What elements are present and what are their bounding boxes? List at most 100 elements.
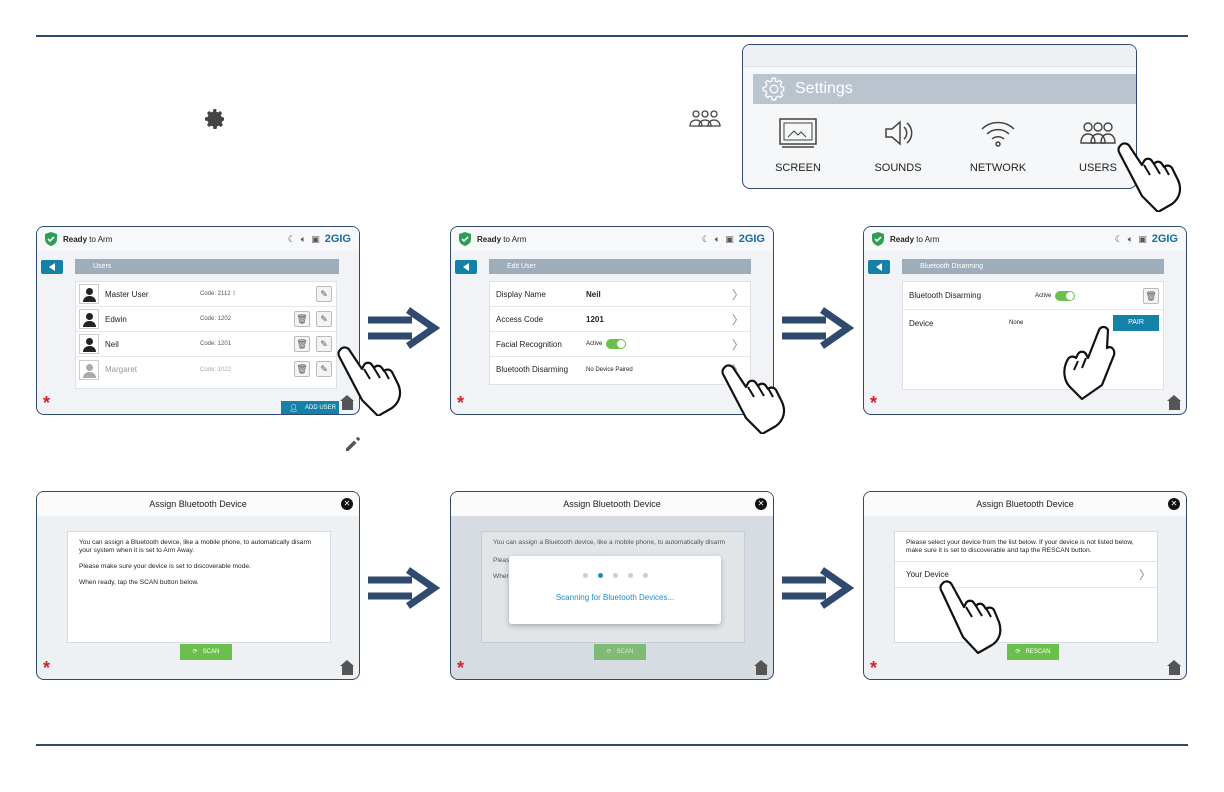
moon-icon[interactable]: ☾ bbox=[287, 233, 296, 244]
edit-user-header: Edit User bbox=[489, 259, 751, 274]
scan-button[interactable]: ⟳ SCAN bbox=[594, 644, 646, 660]
users-icon bbox=[1080, 122, 1116, 144]
scan-button[interactable]: ⟳ SCAN bbox=[180, 644, 232, 660]
scanning-message: Scanning for Bluetooth Devices... bbox=[555, 593, 675, 602]
user-name: Edwin bbox=[105, 314, 127, 324]
alert-icon[interactable]: * bbox=[43, 393, 51, 413]
rescan-button[interactable]: ⟳ RESCAN bbox=[1007, 644, 1059, 660]
arrow-right-icon bbox=[782, 567, 854, 609]
back-button[interactable] bbox=[868, 260, 890, 274]
device-list-item[interactable]: Your Device 〉 bbox=[895, 562, 1157, 588]
speaker-icon bbox=[885, 120, 913, 146]
screen-icon bbox=[779, 118, 817, 148]
refresh-icon: ⟳ bbox=[1015, 649, 1026, 655]
camera-icon[interactable]: ▣ bbox=[311, 233, 320, 244]
home-icon[interactable] bbox=[1167, 395, 1181, 410]
close-icon[interactable]: ✕ bbox=[1168, 498, 1180, 510]
moon-icon[interactable]: ☾ bbox=[1114, 233, 1123, 244]
settings-item-network[interactable]: NETWORK bbox=[953, 117, 1043, 174]
shield-check-icon bbox=[872, 232, 884, 246]
body-paragraph: You can assign a Bluetooth device, like … bbox=[493, 539, 726, 546]
list-item[interactable]: Master User Code: 2112 ᛒ ✎ bbox=[76, 282, 336, 307]
alert-icon[interactable]: * bbox=[457, 658, 465, 678]
dialog-title: Assign Bluetooth Device bbox=[864, 492, 1186, 516]
list-item-bluetooth-disarming[interactable]: Bluetooth Disarming No Device Paired 〉 bbox=[490, 357, 750, 382]
settings-item-sounds[interactable]: SOUNDS bbox=[853, 117, 943, 174]
chevron-right-icon: 〉 bbox=[731, 337, 744, 352]
arrow-right-icon bbox=[368, 307, 440, 349]
list-item-access-code[interactable]: Access Code 1201 〉 bbox=[490, 307, 750, 332]
edit-button[interactable]: ✎ bbox=[316, 336, 332, 352]
avatar bbox=[79, 284, 99, 304]
body-paragraph: When ready, tap the SCAN button below. bbox=[79, 579, 199, 586]
status-bar: Ready to Arm bbox=[864, 227, 1186, 251]
alert-icon[interactable]: * bbox=[43, 658, 51, 678]
list-item-bluetooth-disarming[interactable]: Bluetooth Disarming Active 🗑︎ bbox=[903, 282, 1163, 310]
edit-user-screen: Ready to Arm ☾ 🔈︎ ▣ 2GIG Edit User Displ… bbox=[450, 226, 774, 415]
scan-label: SCAN bbox=[616, 649, 634, 655]
toggle-switch[interactable] bbox=[606, 339, 627, 349]
avatar bbox=[79, 359, 99, 380]
volume-icon[interactable]: 🔈︎ bbox=[714, 233, 721, 244]
pointing-hand-icon bbox=[939, 580, 1002, 654]
home-icon[interactable] bbox=[340, 395, 354, 410]
row-value: Active bbox=[586, 341, 603, 347]
refresh-icon: ⟳ bbox=[192, 649, 203, 655]
list-item[interactable]: Neil Code: 1201 🗑︎ ✎ bbox=[76, 332, 336, 357]
status-bar: Ready to Arm bbox=[451, 227, 773, 251]
list-item[interactable]: Edwin Code: 1202 🗑︎ ✎ bbox=[76, 307, 336, 332]
settings-item-screen[interactable]: SCREEN bbox=[753, 117, 843, 174]
arrow-right-icon bbox=[782, 307, 854, 349]
list-item-display-name[interactable]: Display Name Neil 〉 bbox=[490, 282, 750, 307]
row-label: Facial Recognition bbox=[496, 339, 562, 349]
camera-icon[interactable]: ▣ bbox=[1138, 233, 1147, 244]
scan-label: SCAN bbox=[202, 649, 220, 655]
add-user-button[interactable]: 👤︎ ADD USER bbox=[281, 401, 339, 414]
body-paragraph: You can assign a Bluetooth device, like … bbox=[79, 539, 312, 554]
home-icon[interactable] bbox=[340, 660, 354, 675]
assign-bluetooth-dialog: Assign Bluetooth Device ✕ You can assign… bbox=[36, 491, 360, 680]
scanning-modal: Scanning for Bluetooth Devices... bbox=[509, 556, 721, 624]
list-item[interactable]: Margaret Code: 1022 🗑︎ ✎ bbox=[76, 357, 336, 382]
bluetooth-disarming-panel: Bluetooth Disarming Active 🗑︎ Device Non… bbox=[902, 281, 1164, 390]
settings-item-label: NETWORK bbox=[969, 162, 1027, 174]
home-icon[interactable] bbox=[1167, 660, 1181, 675]
edit-button[interactable]: ✎ bbox=[316, 361, 332, 377]
list-item-facial-recognition[interactable]: Facial Recognition Active 〉 bbox=[490, 332, 750, 357]
delete-button[interactable]: 🗑︎ bbox=[294, 336, 310, 352]
pair-button[interactable]: PAIR bbox=[1113, 315, 1159, 331]
back-button[interactable] bbox=[41, 260, 63, 274]
edit-button[interactable]: ✎ bbox=[316, 286, 332, 302]
shield-check-icon bbox=[459, 232, 471, 246]
close-icon[interactable]: ✕ bbox=[341, 498, 353, 510]
settings-item-users[interactable]: USERS bbox=[1053, 117, 1136, 174]
status-icons: ☾ 🔈︎ ▣ 2GIG bbox=[1115, 233, 1178, 245]
select-device-dialog: Assign Bluetooth Device ✕ Please select … bbox=[863, 491, 1187, 680]
home-icon[interactable] bbox=[754, 660, 768, 675]
bluetooth-disarming-header: Bluetooth Disarming bbox=[902, 259, 1164, 274]
list-item-device[interactable]: Device None PAIR bbox=[903, 310, 1163, 336]
edit-button[interactable]: ✎ bbox=[316, 311, 332, 327]
volume-icon[interactable]: 🔈︎ bbox=[300, 233, 307, 244]
moon-icon[interactable]: ☾ bbox=[701, 233, 710, 244]
instructions: Please select your device from the list … bbox=[895, 532, 1157, 562]
dialog-title: Assign Bluetooth Device bbox=[451, 492, 773, 516]
pointing-hand-icon bbox=[721, 364, 786, 434]
alert-icon[interactable]: * bbox=[870, 658, 878, 678]
toggle-switch[interactable] bbox=[1055, 290, 1076, 301]
row-label: Bluetooth Disarming bbox=[909, 291, 982, 300]
delete-button[interactable]: 🗑︎ bbox=[294, 361, 310, 377]
camera-icon[interactable]: ▣ bbox=[725, 233, 734, 244]
back-button[interactable] bbox=[455, 260, 477, 274]
gear-icon bbox=[205, 109, 224, 129]
brand-logo: 2GIG bbox=[1151, 233, 1178, 245]
pointing-hand-icon bbox=[1117, 142, 1182, 212]
alert-icon[interactable]: * bbox=[870, 393, 878, 413]
close-icon[interactable]: ✕ bbox=[755, 498, 767, 510]
volume-icon[interactable]: 🔈︎ bbox=[1127, 233, 1134, 244]
users-list: Master User Code: 2112 ᛒ ✎ Edwin Code: 1… bbox=[75, 281, 337, 389]
alert-icon[interactable]: * bbox=[457, 393, 465, 413]
delete-button[interactable]: 🗑︎ bbox=[294, 311, 310, 327]
delete-button[interactable]: 🗑︎ bbox=[1143, 288, 1159, 304]
device-name: Your Device bbox=[906, 570, 949, 579]
